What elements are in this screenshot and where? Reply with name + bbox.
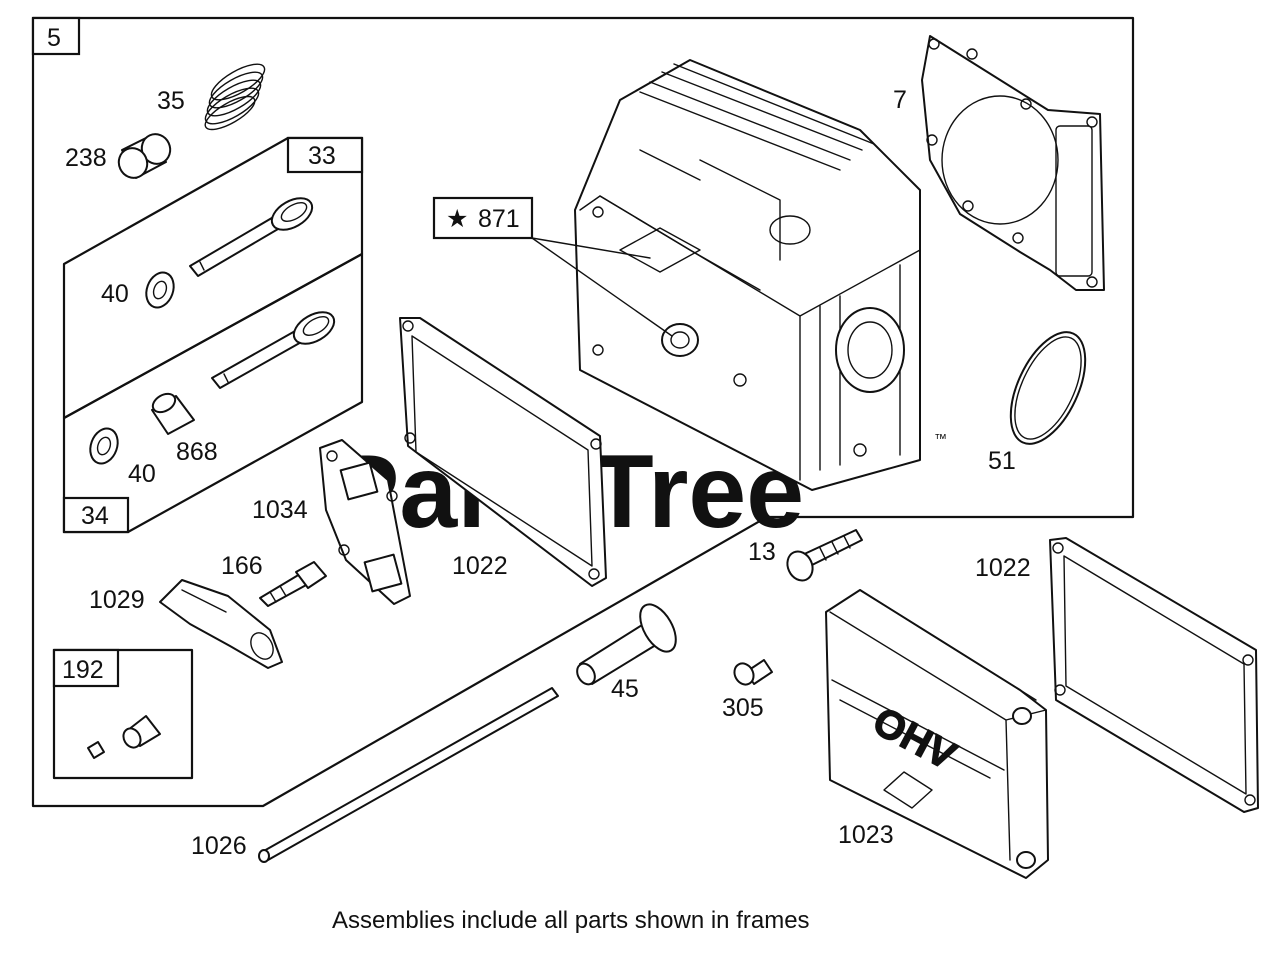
label-51: 51 xyxy=(988,447,1016,475)
retainer-40-upper[interactable] xyxy=(142,269,179,312)
label-1022-right: 1022 xyxy=(975,554,1031,582)
bolt-13[interactable] xyxy=(783,529,863,585)
spring-35[interactable] xyxy=(201,57,270,135)
rocker-arm-1029[interactable] xyxy=(159,579,283,669)
pushrod-1026[interactable] xyxy=(258,687,559,863)
head-gasket-7[interactable] xyxy=(921,35,1105,291)
frame-33[interactable]: 33 xyxy=(62,136,364,420)
label-1029: 1029 xyxy=(89,586,145,614)
seal-238[interactable] xyxy=(114,129,175,182)
retainer-40-lower[interactable] xyxy=(86,425,123,468)
guide-868[interactable] xyxy=(150,390,195,435)
rocker-cover-1023[interactable]: OHV xyxy=(825,589,1049,879)
callout-871[interactable]: ★ 871 xyxy=(432,196,673,337)
frame-34-label: 34 xyxy=(81,502,109,530)
stud-166[interactable] xyxy=(259,561,327,607)
label-1026: 1026 xyxy=(191,832,247,860)
frame-5[interactable]: 5 xyxy=(31,16,1135,808)
frame-5-label: 5 xyxy=(47,24,61,52)
label-40-upper: 40 xyxy=(101,280,129,308)
exhaust-valve[interactable] xyxy=(189,192,318,277)
watermark-trademark: ™ xyxy=(934,431,947,446)
gasket-1022-right[interactable] xyxy=(1049,537,1259,813)
label-166: 166 xyxy=(221,552,263,580)
guide-45[interactable] xyxy=(574,598,684,687)
label-238: 238 xyxy=(65,144,107,172)
label-305: 305 xyxy=(722,694,764,722)
label-13: 13 xyxy=(748,538,776,566)
label-1023: 1023 xyxy=(838,821,894,849)
label-871: 871 xyxy=(478,205,520,233)
intake-valve[interactable] xyxy=(211,306,340,389)
label-1034: 1034 xyxy=(252,496,308,524)
frame-33-label: 33 xyxy=(308,142,336,170)
label-45: 45 xyxy=(611,675,639,703)
label-7: 7 xyxy=(893,86,907,114)
plate-1034[interactable] xyxy=(319,439,411,605)
frame-192-label: 192 xyxy=(62,656,104,684)
cylinder-head[interactable] xyxy=(574,59,921,491)
label-1022-left: 1022 xyxy=(452,552,508,580)
frame-34[interactable]: 34 xyxy=(62,252,364,534)
star-icon: ★ xyxy=(446,205,468,233)
label-868: 868 xyxy=(176,438,218,466)
label-35: 35 xyxy=(157,87,185,115)
oring-51[interactable] xyxy=(995,321,1100,455)
frame-192[interactable]: 192 xyxy=(52,648,194,780)
gasket-1022-left[interactable] xyxy=(399,317,607,587)
caption: Assemblies include all parts shown in fr… xyxy=(332,907,810,934)
label-40-lower: 40 xyxy=(128,460,156,488)
screw-305[interactable] xyxy=(731,659,773,688)
